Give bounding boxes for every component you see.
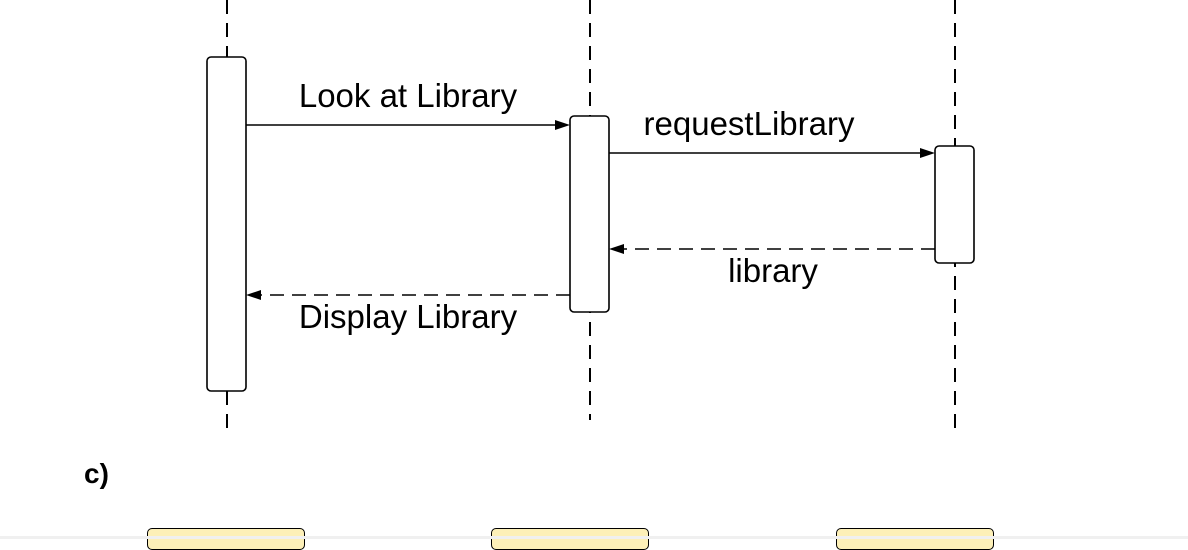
arrowhead-icon — [609, 244, 624, 254]
arrowhead-icon — [555, 120, 570, 130]
arrowhead-icon — [920, 148, 935, 158]
message-label-request-library: requestLibrary — [644, 105, 855, 142]
activation-bar-2 — [569, 115, 610, 313]
arrowhead-icon — [246, 290, 261, 300]
message-label-library: library — [728, 252, 818, 289]
participant-box-partial-2 — [491, 528, 649, 550]
participant-box-partial-1 — [147, 528, 305, 550]
activation-bar-3 — [934, 145, 975, 264]
message-label-look-at-library: Look at Library — [299, 77, 518, 114]
message-label-display-library: Display Library — [299, 298, 518, 335]
bottom-divider — [0, 536, 1188, 539]
participant-box-partial-3 — [836, 528, 994, 550]
section-label: c) — [84, 458, 109, 489]
activation-bar-1 — [206, 56, 247, 392]
